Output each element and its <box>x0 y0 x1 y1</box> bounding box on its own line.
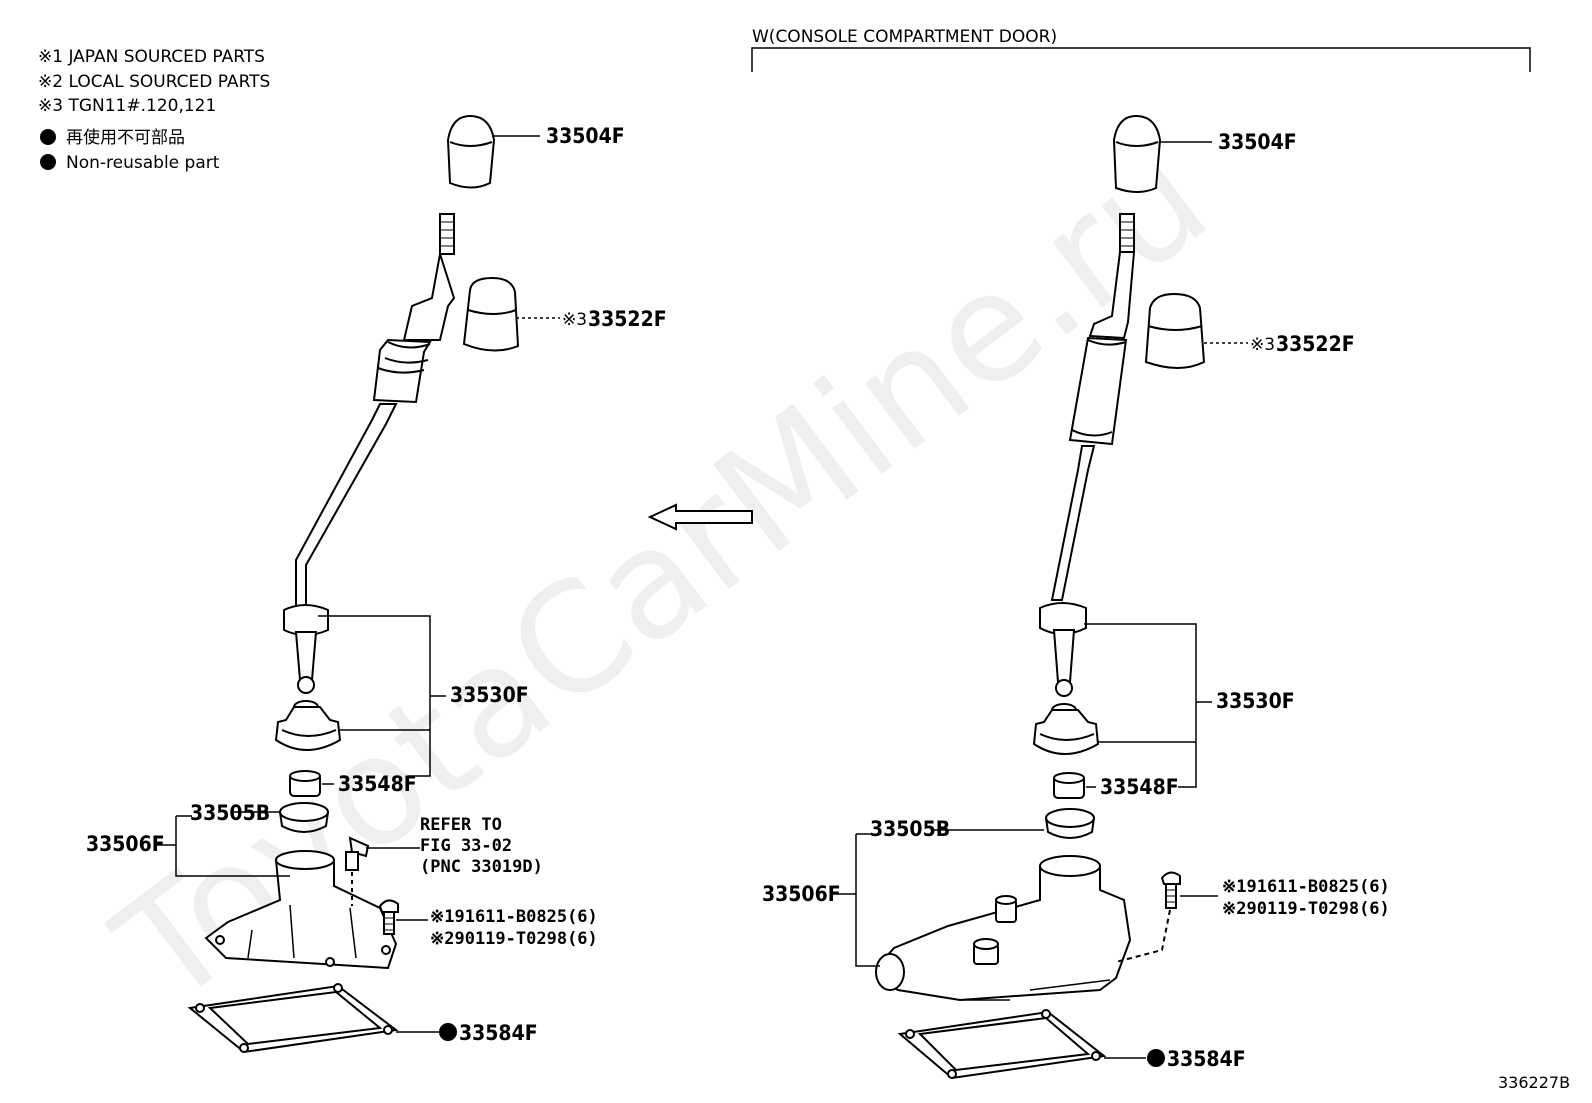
variant-header-label: W(CONSOLE COMPARTMENT DOOR) <box>752 27 1057 47</box>
shift-boot-icon <box>1144 292 1206 369</box>
legend-note-2: ※2 LOCAL SOURCED PARTS <box>38 72 270 92</box>
shift-boot-icon <box>462 276 520 352</box>
legend-nonreusable-en: Non-reusable part <box>66 153 220 173</box>
shift-knob-icon <box>446 114 496 189</box>
part-label-bushing: 33548F <box>1100 775 1179 799</box>
bullet-icon <box>40 154 56 170</box>
left-arrow-icon <box>647 503 753 531</box>
ball-seat-icon <box>1039 602 1087 697</box>
shift-housing-icon <box>875 855 1132 1002</box>
refer-line-1: REFER TO <box>420 815 502 835</box>
bushing-icon <box>1053 772 1085 799</box>
figure-code: 336227B <box>1498 1073 1570 1092</box>
shift-housing-icon <box>204 850 398 970</box>
part-label-gasket: 33584F <box>1167 1047 1246 1071</box>
dust-boot-icon <box>274 700 342 751</box>
bullet-icon <box>40 129 56 145</box>
part-label-bushing: 33548F <box>338 772 417 796</box>
part-label-housing: 33506F <box>86 832 165 856</box>
part-label-housing: 33506F <box>762 882 841 906</box>
ball-seat-icon <box>283 604 329 694</box>
variant-header: W(CONSOLE COMPARTMENT DOOR) <box>751 27 1531 72</box>
refer-line-3: (PNC 33019D) <box>420 857 543 877</box>
part-label-gasket: 33584F <box>459 1021 538 1045</box>
part-label-knob: 33504F <box>1218 130 1297 154</box>
refer-part-icon <box>345 836 370 906</box>
part-mark: ※3 <box>562 310 587 330</box>
left-leaders <box>156 135 560 1033</box>
right-leaders <box>832 141 1248 1059</box>
part-label-boot: 33522F <box>1276 332 1355 356</box>
bolt-icon <box>1115 871 1181 963</box>
nonreusable-bullet-icon <box>439 1023 457 1041</box>
part-label-bolt-2: ※290119-T0298(6) <box>1222 899 1390 919</box>
part-mark: ※3 <box>1250 335 1275 355</box>
part-label-bolt-2: ※290119-T0298(6) <box>430 929 598 949</box>
part-label-seat: 33505B <box>870 817 950 841</box>
part-label-bolt-1: ※191611-B0825(6) <box>1222 877 1390 897</box>
legend-note-1: ※1 JAPAN SOURCED PARTS <box>38 47 265 67</box>
refer-line-2: FIG 33-02 <box>420 836 512 856</box>
part-label-boot: 33522F <box>588 307 667 331</box>
right-assembly <box>875 114 1206 1080</box>
part-label-seat: 33505B <box>190 801 270 825</box>
lever-shaft-icon <box>295 213 456 611</box>
bolt-icon <box>378 899 399 935</box>
variant-bracket <box>751 47 1531 72</box>
shift-knob-icon <box>1112 114 1162 193</box>
left-assembly <box>187 114 520 1054</box>
legend-note-3: ※3 TGN11#.120,121 <box>38 96 216 116</box>
legend: ※1 JAPAN SOURCED PARTS ※2 LOCAL SOURCED … <box>38 47 270 173</box>
seat-ring-icon <box>1045 808 1095 839</box>
part-label-bolt-1: ※191611-B0825(6) <box>430 907 598 927</box>
part-label-lever-assy: 33530F <box>1216 689 1295 713</box>
gasket-icon <box>187 983 399 1054</box>
part-label-knob: 33504F <box>546 124 625 148</box>
bushing-icon <box>289 770 321 797</box>
gasket-icon <box>897 1009 1107 1080</box>
nonreusable-bullet-icon <box>1147 1049 1165 1067</box>
legend-nonreusable-jp: 再使用不可部品 <box>66 127 185 148</box>
right-labels: 33504F ※3 33522F 33530F 33548F 33505B 33… <box>762 130 1390 1071</box>
part-label-lever-assy: 33530F <box>450 683 529 707</box>
left-labels: 33504F ※3 33522F 33530F 33548F 33505B 33… <box>86 124 667 1045</box>
dust-boot-icon <box>1032 703 1100 755</box>
lever-shaft-icon <box>1050 213 1136 601</box>
